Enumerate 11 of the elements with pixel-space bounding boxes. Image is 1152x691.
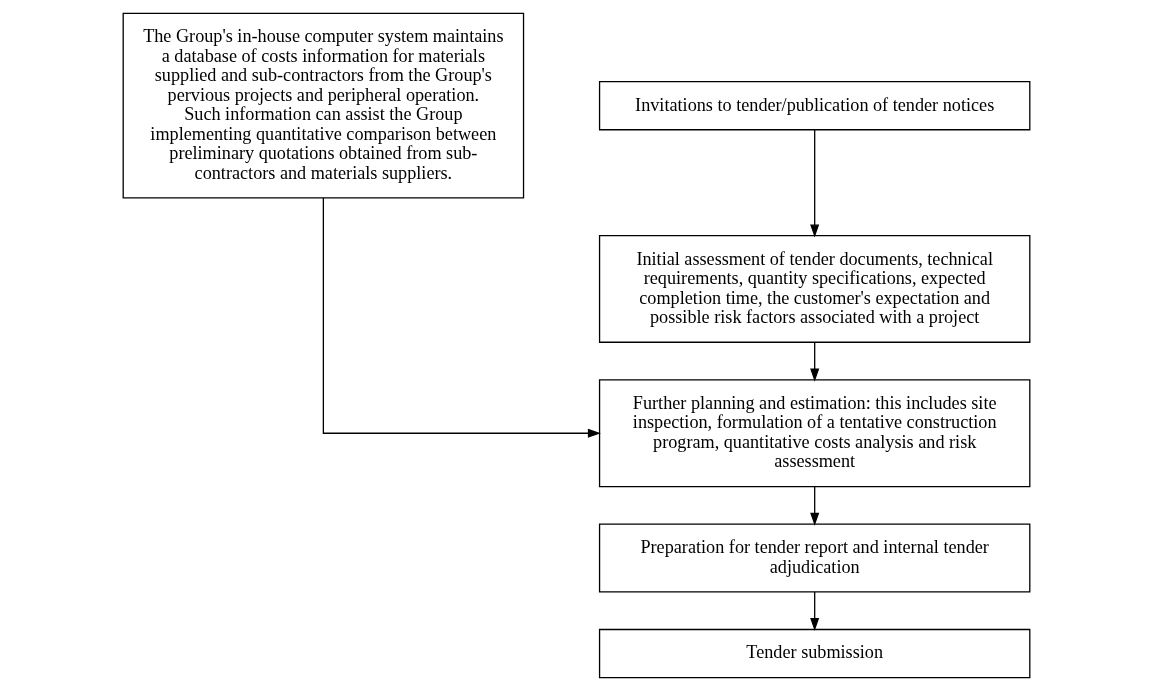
- arrow: [809, 129, 819, 238]
- node-box: Further planning and estimation: this includes site inspection, formulation of a tentative construction program, quantitative costs analysis and risk assessment: [598, 379, 1030, 488]
- arrow: [809, 591, 819, 631]
- node-box: The Group's in-house computer system maintains a database of costs information for materials supplied and sub-contractors from the Group's pervious projects and peripheral operation. Such information can assist the Group implementing quantitative comparison between preliminary quotations obtained from sub-contractors and materials suppliers.: [122, 12, 524, 199]
- node-box: Initial assessment of tender documents, technical requirements, quantity specifications, expected completion time, the customer's expectation and possible risk factors associated with a project: [598, 235, 1030, 343]
- arrow: [322, 197, 601, 438]
- node-box: Tender submission: [598, 628, 1030, 679]
- node-box: Invitations to tender/publication of tender notices: [598, 81, 1030, 131]
- arrow: [809, 486, 819, 526]
- arrow: [809, 341, 819, 382]
- node-box: Preparation for tender report and internal tender adjudication: [598, 523, 1030, 593]
